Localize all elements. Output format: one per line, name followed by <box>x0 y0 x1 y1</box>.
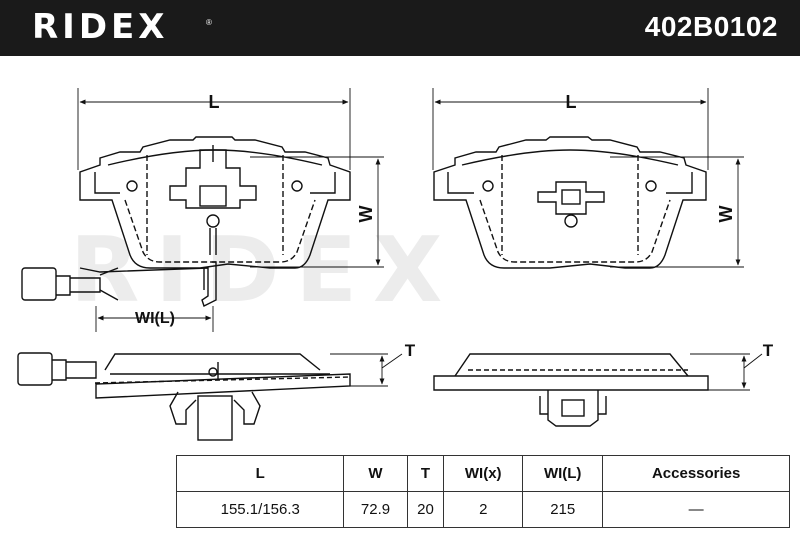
length-label-right: L <box>566 92 577 112</box>
spec-value-cell: 155.1/156.3 <box>175 491 345 528</box>
spec-header-cell: Accessories <box>602 455 790 492</box>
spec-value-cell: 215 <box>522 491 604 528</box>
brand-logo: RIDEX <box>32 7 169 47</box>
spec-header-cell: W <box>343 455 408 492</box>
part-number: 402B0102 <box>644 11 778 42</box>
thickness-label-left: T <box>405 341 416 360</box>
specification-table: L W T WI(x) WI(L) Accessories 155.1/156.… <box>175 455 790 528</box>
spec-value-cell: — <box>602 491 790 528</box>
spec-header-cell: T <box>406 455 445 492</box>
thickness-label-right: T <box>763 341 774 360</box>
spec-value-cell: 72.9 <box>343 491 408 528</box>
wear-indicator-label: WI(L) <box>135 310 175 327</box>
right-pad-front-view <box>432 88 744 269</box>
length-label-left: L <box>209 92 220 112</box>
right-pad-side-view <box>433 353 763 427</box>
width-label-right: W <box>716 206 736 223</box>
left-pad-side-view <box>17 352 403 441</box>
header-bar: RIDEX ® 402B0102 <box>0 0 800 56</box>
left-pad-front-view <box>21 88 384 332</box>
registered-mark: ® <box>206 18 212 27</box>
technical-drawing: L L W W WI(L) T T <box>17 88 774 441</box>
width-label-left: W <box>356 206 376 223</box>
spec-value-cell: 20 <box>406 491 445 528</box>
spec-header-row: L W T WI(x) WI(L) Accessories <box>175 455 790 492</box>
spec-header-cell: WI(L) <box>522 455 604 492</box>
spec-header-cell: WI(x) <box>443 455 524 492</box>
spec-header-cell: L <box>175 455 345 492</box>
spec-value-cell: 2 <box>443 491 524 528</box>
spec-value-row: 155.1/156.3 72.9 20 2 215 — <box>175 491 790 528</box>
